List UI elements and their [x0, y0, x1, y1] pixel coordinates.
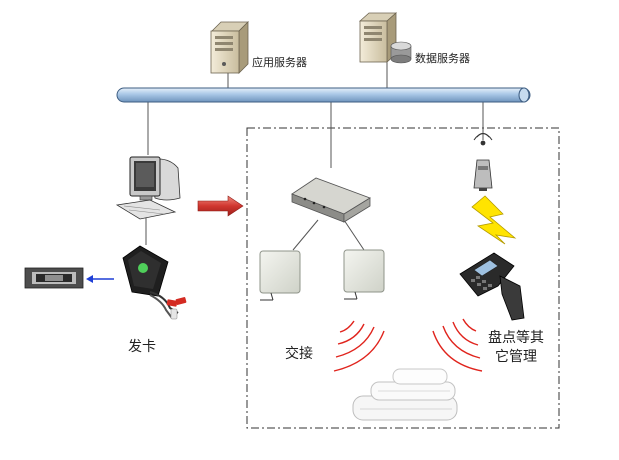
area-boundary: [246, 127, 560, 429]
rfid-reader-icon: [291, 177, 371, 223]
issue-arrow: [86, 275, 114, 283]
inventory-label-line1: 盘点等其: [488, 330, 544, 346]
app-server-icon: [210, 21, 249, 74]
inventory-label-line2: 它管理: [495, 349, 537, 365]
rf-waves-inventory-icon: [432, 318, 483, 372]
rf-waves-handover-icon: [333, 320, 385, 372]
rfid-card-icon: [24, 267, 84, 289]
network-bus: [116, 87, 531, 103]
db-server-icon: [358, 12, 412, 64]
pc-icon: [115, 156, 181, 220]
antenna-panel-right-icon: [343, 249, 385, 300]
access-point-icon: [473, 133, 493, 191]
card-reader-icon: [122, 245, 187, 320]
handover-label: 交接: [285, 346, 313, 362]
app-server-label: 应用服务器: [252, 56, 307, 69]
antenna-panel-left-icon: [259, 250, 301, 301]
handheld-scanner-icon: [459, 252, 525, 321]
db-server-label: 数据服务器: [415, 52, 470, 65]
lightning-icon: [471, 195, 517, 245]
inventory-label: 盘点等其 它管理: [488, 329, 544, 367]
issue-card-label: 发卡: [128, 339, 156, 355]
towel-stack-icon: [352, 368, 458, 421]
flow-arrow: [197, 195, 244, 217]
